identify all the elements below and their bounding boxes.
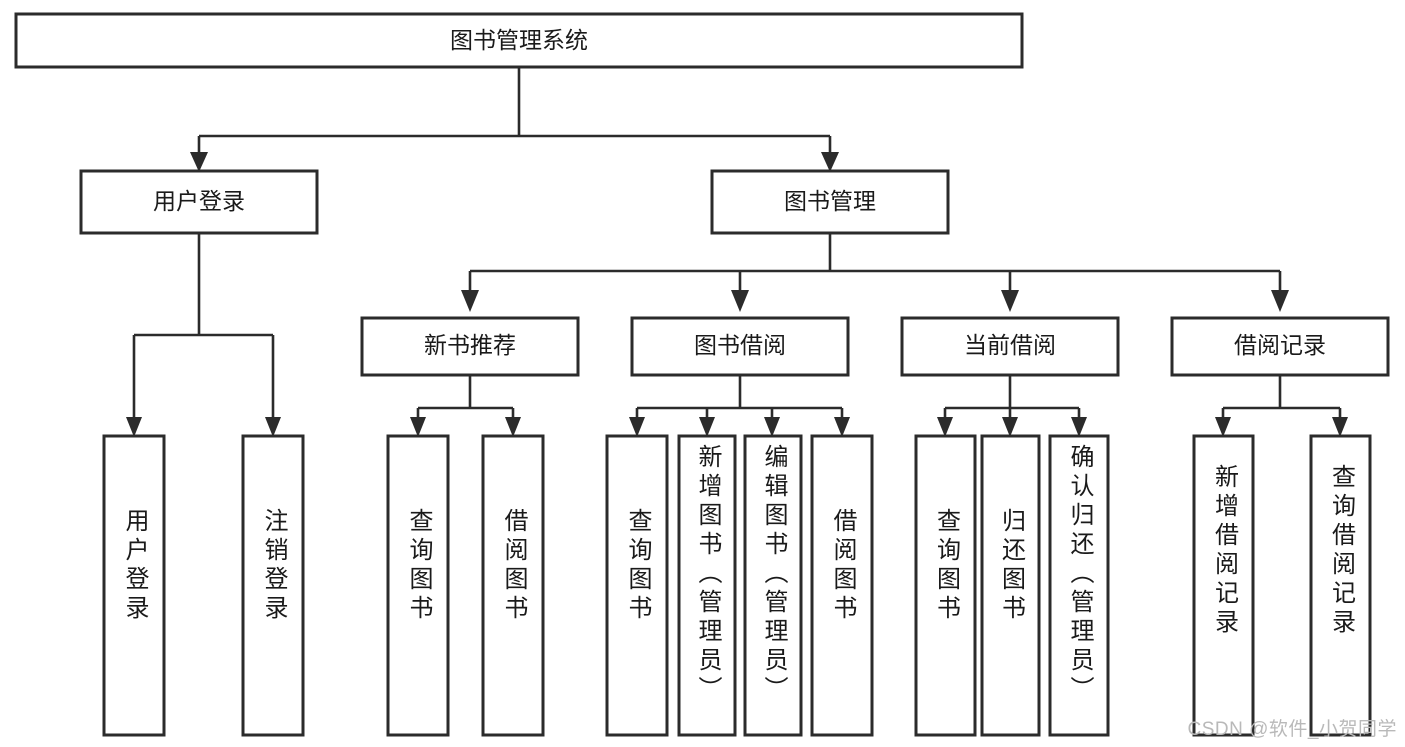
node-user-login[interactable] bbox=[79, 169, 319, 235]
node-leaf-bo-add-book[interactable] bbox=[677, 434, 737, 737]
arrow-head-user-login bbox=[190, 152, 208, 172]
arrow-head-bo-edit bbox=[764, 417, 780, 437]
connectors bbox=[126, 67, 1348, 437]
node-root[interactable] bbox=[14, 12, 1024, 69]
arrow-head-bo-query bbox=[629, 417, 645, 437]
node-new-book-recommend[interactable] bbox=[360, 316, 580, 377]
arrow-head-newbook bbox=[461, 290, 479, 312]
node-borrow-record-label: 借阅记录 bbox=[1234, 332, 1326, 358]
node-user-login-label: 用户登录 bbox=[153, 188, 245, 214]
arrow-head-cu-return bbox=[1002, 417, 1018, 437]
watermark: CSDN @软件_小贺同学 bbox=[1187, 719, 1397, 740]
node-current-borrow[interactable] bbox=[900, 316, 1120, 377]
node-leaf-cu-query-book[interactable] bbox=[914, 434, 977, 737]
arrow-head-re-query bbox=[1332, 417, 1348, 437]
node-leaf-re-query-record[interactable] bbox=[1309, 434, 1372, 737]
node-leaf-re-add-record[interactable] bbox=[1192, 434, 1255, 737]
node-leaf-bo-edit-book[interactable] bbox=[743, 434, 803, 737]
arrow-head-nb-borrow bbox=[505, 417, 521, 437]
node-book-borrow[interactable] bbox=[630, 316, 850, 377]
arrow-head-book-manage bbox=[821, 152, 839, 172]
arrow-head-record bbox=[1271, 290, 1289, 312]
node-current-borrow-label: 当前借阅 bbox=[964, 332, 1056, 358]
arrow-head-cu-query bbox=[937, 417, 953, 437]
node-leaf-cu-return-book[interactable] bbox=[980, 434, 1041, 737]
node-new-book-recommend-label: 新书推荐 bbox=[424, 332, 516, 358]
node-leaf-nb-query-book[interactable] bbox=[386, 434, 450, 737]
arrow-head-nb-query bbox=[410, 417, 426, 437]
arrow-head-cu-confirm bbox=[1071, 417, 1087, 437]
node-leaf-logout[interactable] bbox=[241, 434, 305, 737]
node-leaf-cu-confirm-return[interactable] bbox=[1048, 434, 1110, 737]
node-leaf-nb-borrow-book[interactable] bbox=[481, 434, 545, 737]
node-borrow-record[interactable] bbox=[1170, 316, 1390, 377]
arrow-head-bo-borrow bbox=[834, 417, 850, 437]
node-leaf-bo-borrow-book[interactable] bbox=[810, 434, 874, 737]
node-leaf-user-login[interactable] bbox=[102, 434, 166, 737]
arrow-head-bo-add bbox=[699, 417, 715, 437]
nodes: 图书管理系统 用户登录 图书管理 新书推荐 图书借阅 当前借阅 借阅记录 bbox=[14, 12, 1390, 737]
arrow-head-leaf-user-login bbox=[126, 417, 142, 437]
node-root-label: 图书管理系统 bbox=[450, 27, 588, 53]
arrow-head-leaf-logout bbox=[265, 417, 281, 437]
node-book-manage[interactable] bbox=[710, 169, 950, 235]
node-book-borrow-label: 图书借阅 bbox=[694, 332, 786, 358]
node-book-manage-label: 图书管理 bbox=[784, 188, 876, 214]
node-leaf-bo-query-book[interactable] bbox=[605, 434, 669, 737]
arrow-head-re-add bbox=[1215, 417, 1231, 437]
arrow-head-current bbox=[1001, 290, 1019, 312]
arrow-head-borrow bbox=[731, 290, 749, 312]
